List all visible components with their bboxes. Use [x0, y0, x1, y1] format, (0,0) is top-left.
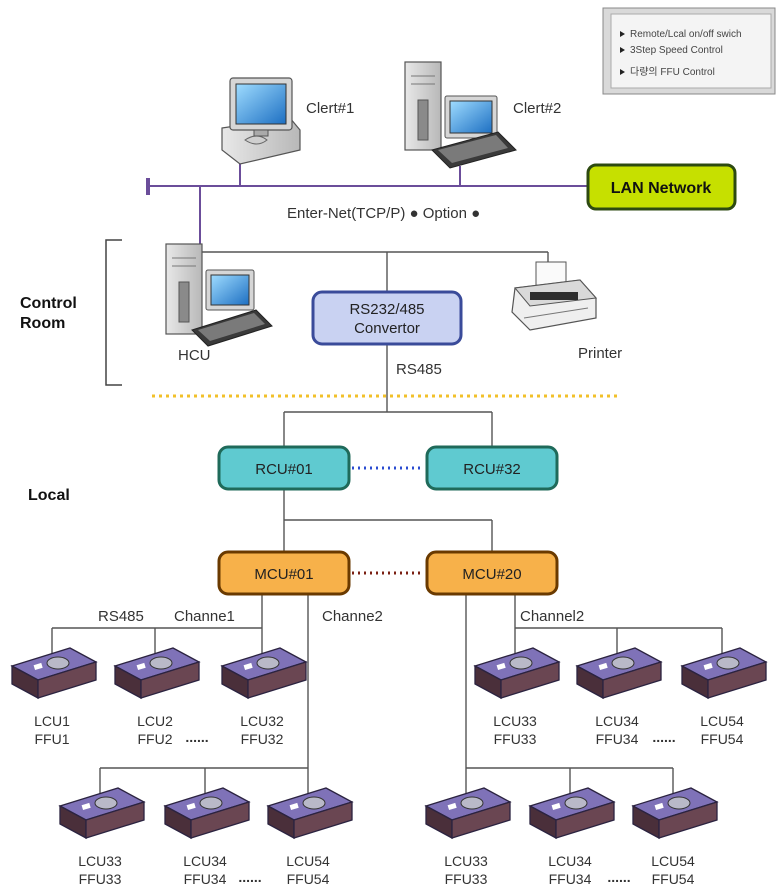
- lcu-device-icon: [680, 647, 768, 700]
- lcu-device-icon: [528, 787, 616, 840]
- mcu20-box: MCU#20: [425, 550, 559, 596]
- control-room-title: Room: [20, 315, 65, 332]
- ffu-label: FFU32: [241, 731, 284, 747]
- convertor-label: RS232/485: [349, 301, 424, 318]
- lcu-device-icon: [10, 647, 98, 700]
- lcu-label: LCU33: [493, 713, 537, 729]
- ellipsis-dots: ......: [607, 869, 630, 885]
- rcu32-box: RCU#32: [425, 445, 559, 491]
- lcu-label: LCU34: [595, 713, 639, 729]
- lcu-label: LCU34: [183, 853, 227, 869]
- lcu-label: LCU34: [548, 853, 592, 869]
- lcu-device-icon: [58, 787, 146, 840]
- lcu-label: LCU1: [34, 713, 70, 729]
- control-room-title: Control: [20, 295, 77, 312]
- channel1-label: Channe1: [174, 608, 235, 625]
- channel2-label: Channe2: [322, 608, 383, 625]
- lcu-label: LCU33: [78, 853, 122, 869]
- lan-network-label: LAN Network: [611, 180, 712, 197]
- convertor-box: RS232/485 Convertor: [311, 290, 463, 346]
- bullet-icon: [620, 69, 625, 75]
- lcu-device-icon: [163, 787, 251, 840]
- rs485-channel-label: RS485: [98, 608, 144, 625]
- channel2-right-label: Channel2: [520, 608, 584, 625]
- ffu-label: FFU54: [701, 731, 744, 747]
- hcu-label: HCU: [178, 347, 211, 364]
- ffu-label: FFU34: [596, 731, 639, 747]
- mcu20-label: MCU#20: [462, 566, 521, 583]
- ellipsis-dots: ......: [652, 729, 675, 745]
- bullet-icon: [620, 47, 625, 53]
- client2-label: Clert#2: [513, 100, 561, 117]
- mcu01-label: MCU#01: [254, 566, 313, 583]
- rs485-label: RS485: [396, 361, 442, 378]
- ffu-label: FFU33: [494, 731, 537, 747]
- client1-computer-icon: [221, 77, 301, 165]
- lcu-device-icon: [631, 787, 719, 840]
- lcu-label: LCU54: [286, 853, 330, 869]
- convertor-label: Convertor: [354, 320, 420, 337]
- mcu01-box: MCU#01: [217, 550, 351, 596]
- legend-item: 3Step Speed Control: [630, 45, 723, 56]
- legend-item: Remote/Lcal on/off swich: [630, 29, 742, 40]
- lcu-device-icon: [266, 787, 354, 840]
- rcu32-label: RCU#32: [463, 461, 521, 478]
- rcu01-label: RCU#01: [255, 461, 313, 478]
- lcu-device-icon: [113, 647, 201, 700]
- rcu01-box: RCU#01: [217, 445, 351, 491]
- legend-item: 다량의 FFU Control: [630, 66, 715, 78]
- ffu-label: FFU34: [549, 871, 592, 887]
- ffu-label: FFU33: [445, 871, 488, 887]
- ffu-label: FFU1: [35, 731, 70, 747]
- lcu-device-icon: [473, 647, 561, 700]
- connection-lines: [51, 251, 723, 795]
- lan-network-box: LAN Network: [586, 163, 737, 211]
- bullet-icon: [620, 31, 625, 37]
- lcu-label: LCU2: [137, 713, 173, 729]
- local-title: Local: [28, 487, 70, 504]
- printer-label: Printer: [578, 345, 622, 362]
- ffu-label: FFU54: [652, 871, 695, 887]
- legend-box: Remote/Lcal on/off swich 3Step Speed Con…: [602, 7, 776, 95]
- ellipsis-dots: ......: [185, 729, 208, 745]
- printer-icon: [511, 261, 598, 331]
- lcu-device-icon: [575, 647, 663, 700]
- enternet-label: Enter-Net(TCP/P) ● Option ●: [287, 205, 480, 222]
- lcu-label: LCU32: [240, 713, 284, 729]
- lcu-label: LCU54: [700, 713, 744, 729]
- hcu-computer-icon: [165, 243, 273, 347]
- lcu-label: LCU33: [444, 853, 488, 869]
- lcu-device-icon: [220, 647, 308, 700]
- ffu-label: FFU33: [79, 871, 122, 887]
- client1-label: Clert#1: [306, 100, 354, 117]
- ffu-label: FFU34: [184, 871, 227, 887]
- lcu-label: LCU54: [651, 853, 695, 869]
- control-room-bracket: [105, 239, 122, 386]
- lcu-device-icon: [424, 787, 512, 840]
- client2-computer-icon: [404, 61, 517, 169]
- lcu-devices: LCU1FFU1LCU2FFU2LCU32FFU32......LCU33FFU…: [10, 647, 768, 887]
- ffu-label: FFU2: [138, 731, 173, 747]
- ellipsis-dots: ......: [238, 869, 261, 885]
- ffu-label: FFU54: [287, 871, 330, 887]
